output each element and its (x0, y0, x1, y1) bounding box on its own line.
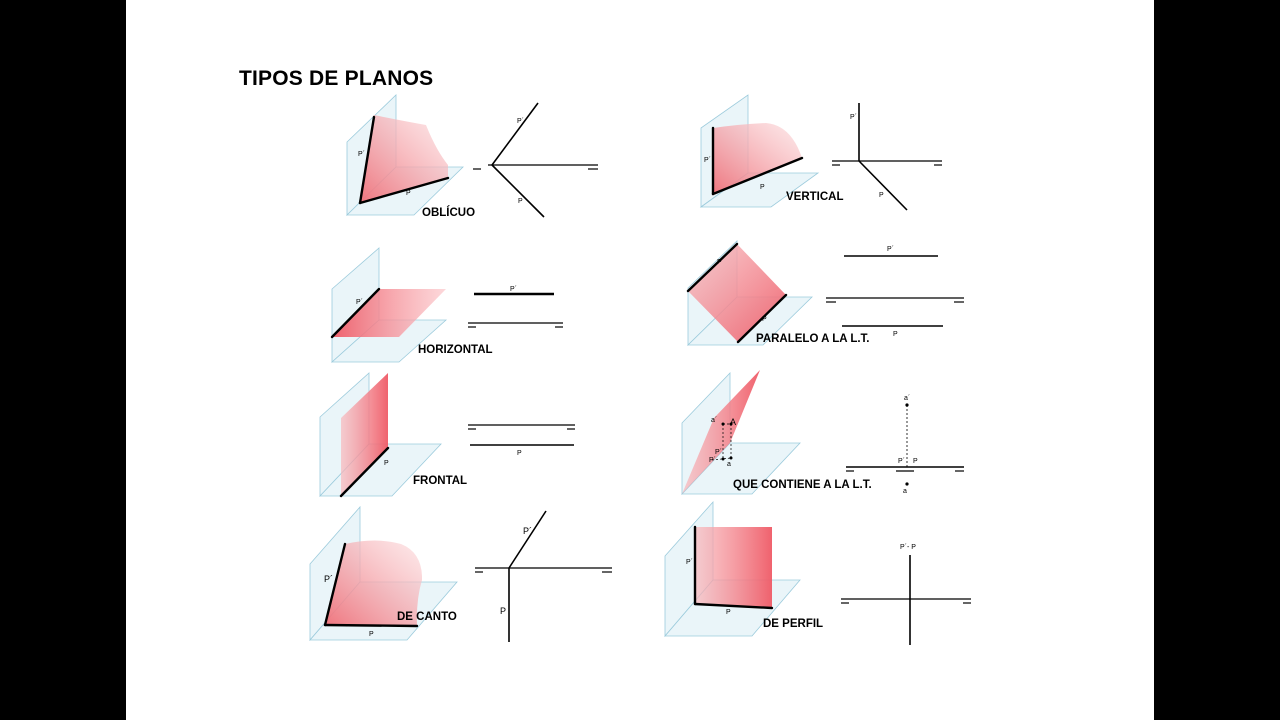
horizontal-trace (339, 446, 390, 498)
edge-plane (325, 540, 422, 626)
label-p-prime: P´ (686, 559, 693, 566)
vertical-trace (686, 242, 739, 293)
label-p-prime: P´ (704, 157, 711, 164)
oblique-plane (360, 115, 448, 203)
plane-containing-lt (682, 370, 760, 494)
diagram-de-perfil: P´ P DE PERFIL P´- P (664, 500, 971, 645)
diagram-vertical: P´ P VERTICAL P´ P (699, 94, 942, 211)
caption-oblicuo: OBLÍCUO (422, 206, 475, 219)
label-p-2d: P (500, 606, 506, 616)
label-p: P (760, 184, 765, 191)
caption-horizontal: HORIZONTAL (418, 344, 493, 356)
label-p-prime-2d: P´ (850, 114, 857, 121)
label-p-prime: P´ (717, 259, 724, 266)
caption-de-perfil: DE PERFIL (763, 618, 823, 630)
slide: TIPOS DE PLANOS (126, 0, 1154, 720)
horizontal-trace (693, 602, 774, 610)
diagram-paralelo: P´ P PARALELO A LA L.T. P´ P (686, 240, 964, 346)
vertical-trace (358, 115, 376, 205)
label-p-2d: P (879, 192, 884, 199)
caption-frontal: FRONTAL (413, 475, 467, 487)
vertical-trace (323, 542, 347, 627)
label-p-prime-2d: P´ (887, 246, 894, 253)
label-p-2d: P (913, 458, 918, 465)
horizontal-trace (358, 176, 450, 205)
label-p-prime-2d: P´ (898, 458, 905, 465)
label-p-2d: P (517, 450, 522, 457)
label-a-prime: a´ (711, 417, 717, 424)
diagram-oblicuo: P´ P OBLÍCUO P´ P (346, 94, 598, 219)
caption-vertical: VERTICAL (786, 191, 844, 203)
label-p-prime-lower: P´ (709, 457, 716, 464)
horizontal-trace-2d (858, 160, 908, 211)
diagram-horizontal: P´ HORIZONTAL P´ (330, 247, 563, 363)
label-p-prime: P´ (324, 574, 333, 584)
horizontal-trace (736, 293, 788, 344)
horizontal-plane (332, 289, 446, 337)
label-p-prime: P´ (356, 299, 363, 306)
label-p-2d: P (518, 198, 523, 205)
label-p-prime-p-2d: P´- P (900, 544, 916, 551)
label-a: a (727, 461, 731, 468)
frontal-plane (341, 373, 388, 496)
caption-de-canto: DE CANTO (397, 611, 457, 623)
caption-contiene-lt: QUE CONTIENE A LA L.T. (733, 479, 872, 491)
label-p: P (726, 609, 731, 616)
label-p-prime-2d: P´ (510, 286, 517, 293)
label-a-2d: a (903, 488, 907, 495)
label-p-prime-2d: P´ (523, 526, 532, 536)
vertical-plane (713, 123, 802, 194)
vertical-trace-2d (508, 510, 547, 569)
label-p: P (762, 316, 767, 323)
caption-paralelo: PARALELO A LA L.T. (756, 333, 870, 345)
label-p: P (406, 190, 411, 197)
label-p-2d: P (893, 331, 898, 338)
diagram-contiene-lt: a´ A P´ P´ a QUE CONTIENE A LA L.T. a´ P… (681, 370, 964, 496)
horizontal-trace (711, 156, 804, 196)
planes-figure: P´ P OBLÍCUO P´ P P´ P VERTICAL (309, 94, 971, 645)
label-p: P (369, 631, 374, 638)
horizontal-trace-2d (491, 164, 545, 218)
label-p-prime: P´ (715, 449, 722, 456)
vertical-trace-2d (491, 102, 539, 166)
vertical-trace (330, 287, 381, 339)
label-p-prime: P´ (358, 151, 365, 158)
label-p: P (384, 460, 389, 467)
diagram-de-canto: P´ P DE CANTO P´ P (309, 505, 612, 642)
profile-plane (695, 527, 772, 608)
horizontal-trace (323, 623, 419, 628)
diagram-frontal: P FRONTAL P (319, 372, 575, 498)
label-a-prime-2d: a´ (904, 395, 910, 402)
label-A: A (730, 417, 736, 427)
page-title: TIPOS DE PLANOS (239, 67, 434, 90)
label-p-prime-2d: P´ (517, 118, 524, 125)
